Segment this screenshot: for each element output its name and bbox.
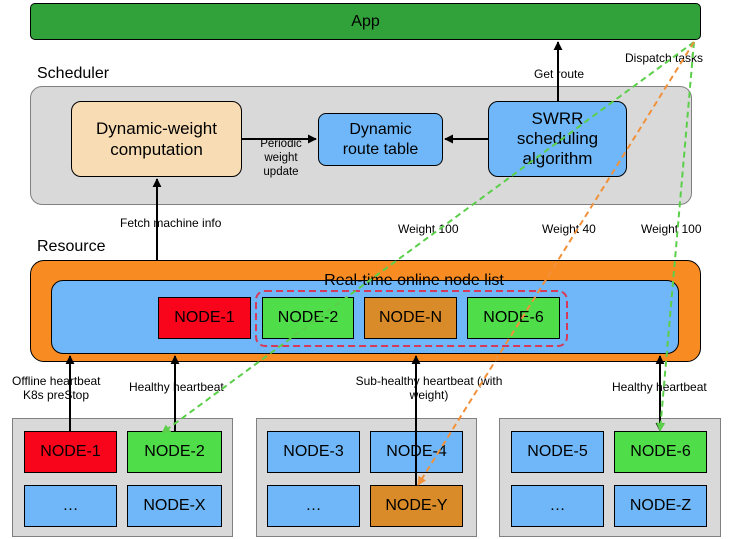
swrr-label: SWRR scheduling algorithm bbox=[516, 109, 599, 168]
cluster-1-node-1: NODE-1 bbox=[24, 431, 117, 473]
cluster-1-node-x-label: NODE-X bbox=[143, 497, 206, 514]
app-bar: App bbox=[30, 3, 701, 40]
cluster-3-node-5-label: NODE-5 bbox=[527, 443, 588, 460]
healthy-heartbeat-left-label: Healthy heartbeat bbox=[129, 380, 224, 394]
list-node-n: NODE-N bbox=[364, 297, 457, 339]
dynamic-weight-label: Dynamic-weight computation bbox=[96, 119, 217, 159]
cluster-3-node-6: NODE-6 bbox=[614, 431, 707, 473]
list-node-n-label: NODE-N bbox=[378, 309, 443, 326]
list-node-2-label: NODE-2 bbox=[277, 309, 339, 326]
cluster-2-node-3: NODE-3 bbox=[267, 431, 360, 473]
cluster-2-node-more-label: … bbox=[305, 497, 322, 514]
route-table-label: Dynamic route table bbox=[342, 120, 419, 158]
list-node-1-label: NODE-1 bbox=[174, 309, 235, 326]
dispatch-to-node-6-arrow bbox=[656, 41, 695, 432]
dispatch-to-node-2-arrow bbox=[161, 41, 695, 434]
get-route-label: Get route bbox=[534, 67, 585, 81]
cluster-1-node-2: NODE-2 bbox=[127, 431, 222, 473]
list-node-1: NODE-1 bbox=[158, 297, 251, 339]
cluster-1-node-2-label: NODE-2 bbox=[144, 443, 205, 460]
cluster-1-node-x: NODE-X bbox=[127, 485, 222, 527]
offline-heartbeat-line2: K8s preStop bbox=[22, 388, 90, 402]
cluster-3-node-more: … bbox=[511, 485, 604, 527]
cluster-1-node-more: … bbox=[24, 485, 117, 527]
cluster-3-node-6-label: NODE-6 bbox=[630, 443, 691, 460]
cluster-2-node-y-label: NODE-Y bbox=[385, 497, 448, 514]
swrr-algorithm-box: SWRR scheduling algorithm bbox=[488, 101, 627, 177]
dispatch-to-node-y-arrow bbox=[417, 41, 695, 486]
app-label: App bbox=[351, 12, 380, 30]
fetch-machine-info-label: Fetch machine info bbox=[120, 216, 222, 230]
dispatch-tasks-label: Dispatch tasks bbox=[625, 51, 704, 65]
dynamic-weight-computation-box: Dynamic-weight computation bbox=[71, 101, 242, 177]
subhealthy-line1: Sub-healthy heartbeat (with bbox=[355, 374, 503, 388]
cluster-3-node-z-label: NODE-Z bbox=[629, 497, 692, 514]
selected-nodes-highlight bbox=[255, 290, 568, 347]
subhealthy-heartbeat-label: Sub-healthy heartbeat (with weight) bbox=[344, 374, 514, 402]
cluster-1-node-1-label: NODE-1 bbox=[40, 443, 101, 460]
cluster-3-node-z: NODE-Z bbox=[614, 485, 707, 527]
resource-title: Resource bbox=[37, 238, 106, 255]
weight-label-2: Weight 40 bbox=[542, 222, 596, 236]
offline-heartbeat-label: Offline heartbeat K8s preStop bbox=[12, 374, 101, 402]
scheduler-title: Scheduler bbox=[37, 65, 110, 82]
cluster-2-node-y: NODE-Y bbox=[370, 485, 463, 527]
subhealthy-line2: weight) bbox=[409, 388, 449, 402]
cluster-3-node-5: NODE-5 bbox=[511, 431, 604, 473]
dynamic-route-table-box: Dynamic route table bbox=[318, 113, 443, 166]
periodic-update-label: Periodic weight update bbox=[260, 138, 302, 178]
node-list-title: Real-time online node list bbox=[324, 272, 504, 289]
offline-heartbeat-line1: Offline heartbeat bbox=[12, 374, 101, 388]
weight-label-3: Weight 100 bbox=[641, 222, 702, 236]
cluster-3-node-more-label: … bbox=[549, 497, 566, 514]
cluster-2-node-more: … bbox=[267, 485, 360, 527]
cluster-2-node-3-label: NODE-3 bbox=[283, 443, 344, 460]
cluster-1-node-more-label: … bbox=[62, 497, 79, 514]
list-node-6-label: NODE-6 bbox=[483, 309, 544, 326]
